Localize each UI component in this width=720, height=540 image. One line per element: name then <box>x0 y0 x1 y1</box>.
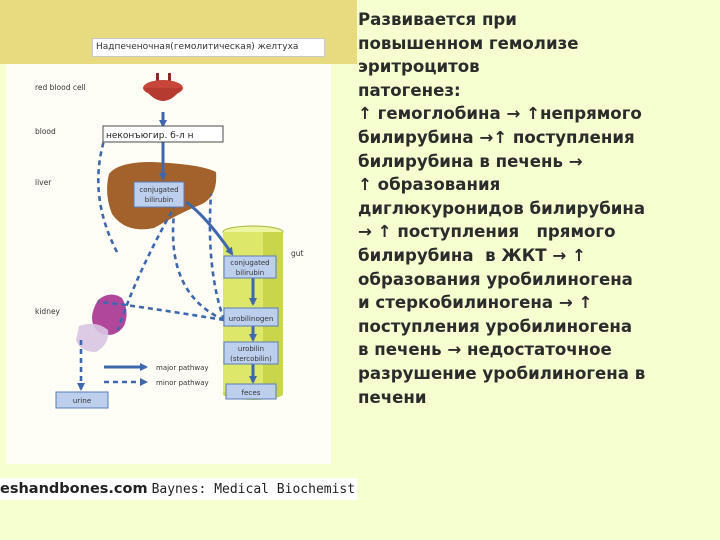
conjugated-bilirubin-liver-line1: conjugated <box>139 186 178 194</box>
stercobilin-label: (stercobilin) <box>230 355 272 363</box>
major-pathway-arrows <box>159 112 257 384</box>
conjugated-bilirubin-gut-line2: bilirubin <box>236 269 264 277</box>
description-line: патогенез: <box>358 80 461 100</box>
conjugated-bilirubin-liver-line2: bilirubin <box>145 196 173 204</box>
description-line: в печень → недостаточное <box>358 340 612 360</box>
diagram-title: Надпеченочная(гемолитическая) желтуха <box>92 38 325 57</box>
urine-box <box>55 391 109 409</box>
description-line: повышенном гемолизе <box>358 33 579 53</box>
label-gut: gut <box>291 249 304 258</box>
label-blood: blood <box>35 127 56 136</box>
conjugated-bilirubin-gut-box <box>223 255 277 279</box>
description-line: Развивается при <box>358 10 517 29</box>
urobilinogen-label: urobilinogen <box>229 314 274 323</box>
description-line: билирубина →↑ поступления <box>358 127 635 147</box>
description-line: диглюкуронидов билирубина <box>358 198 646 218</box>
legend-minor-label: minor pathway <box>156 379 209 387</box>
credit-source: eshandbones.com <box>0 481 148 497</box>
unconjugated-bilirubin-label: неконъюгир. б-л н <box>106 131 194 141</box>
bilirubin-metabolism-diagram: red blood cell blood liver kidney gut <box>6 64 331 464</box>
label-liver: liver <box>35 178 52 187</box>
legend: major pathway minor pathway <box>104 363 209 387</box>
urine-label: urine <box>73 396 92 405</box>
description-line: ↑ гемоглобина → ↑непрямого <box>358 104 642 124</box>
minor-pathway-arrows <box>77 133 226 391</box>
feces-box <box>225 383 277 400</box>
label-kidney: kidney <box>35 307 61 316</box>
conjugated-bilirubin-gut-line1: conjugated <box>230 259 269 267</box>
description-line: и стеркобилиногена → ↑ <box>358 293 593 313</box>
legend-major-label: major pathway <box>156 364 209 372</box>
kidney-icon <box>76 294 127 352</box>
label-red-blood-cell: red blood cell <box>35 83 86 92</box>
description-line: разрушение уробилиногена в <box>358 363 646 383</box>
conjugated-bilirubin-liver-box <box>133 181 185 208</box>
feces-label: feces <box>241 388 260 397</box>
description-line: поступления уробилиногена <box>358 316 633 336</box>
urobilin-stercobilin-box <box>223 341 279 365</box>
description-line: билирубина в ЖКТ → ↑ <box>358 245 586 265</box>
description-line: билирубина в печень → <box>358 151 583 171</box>
description-line: ↑ образования <box>358 175 501 195</box>
description-line: эритроцитов <box>358 57 480 77</box>
description-line: печени <box>358 387 427 407</box>
description-line: образования уробилиногена <box>358 269 633 289</box>
urobilin-label: urobilin <box>238 345 264 353</box>
urobilinogen-box <box>223 307 279 327</box>
description-text: Развивается при повышенном гемолизе эритро… <box>358 8 718 409</box>
unconjugated-bilirubin-box <box>102 125 224 143</box>
red-blood-cell-icon <box>143 73 183 101</box>
credit-reference: Baynes: Medical Biochemistr <box>151 482 357 497</box>
description-line: → ↑ поступления прямого <box>358 222 616 242</box>
